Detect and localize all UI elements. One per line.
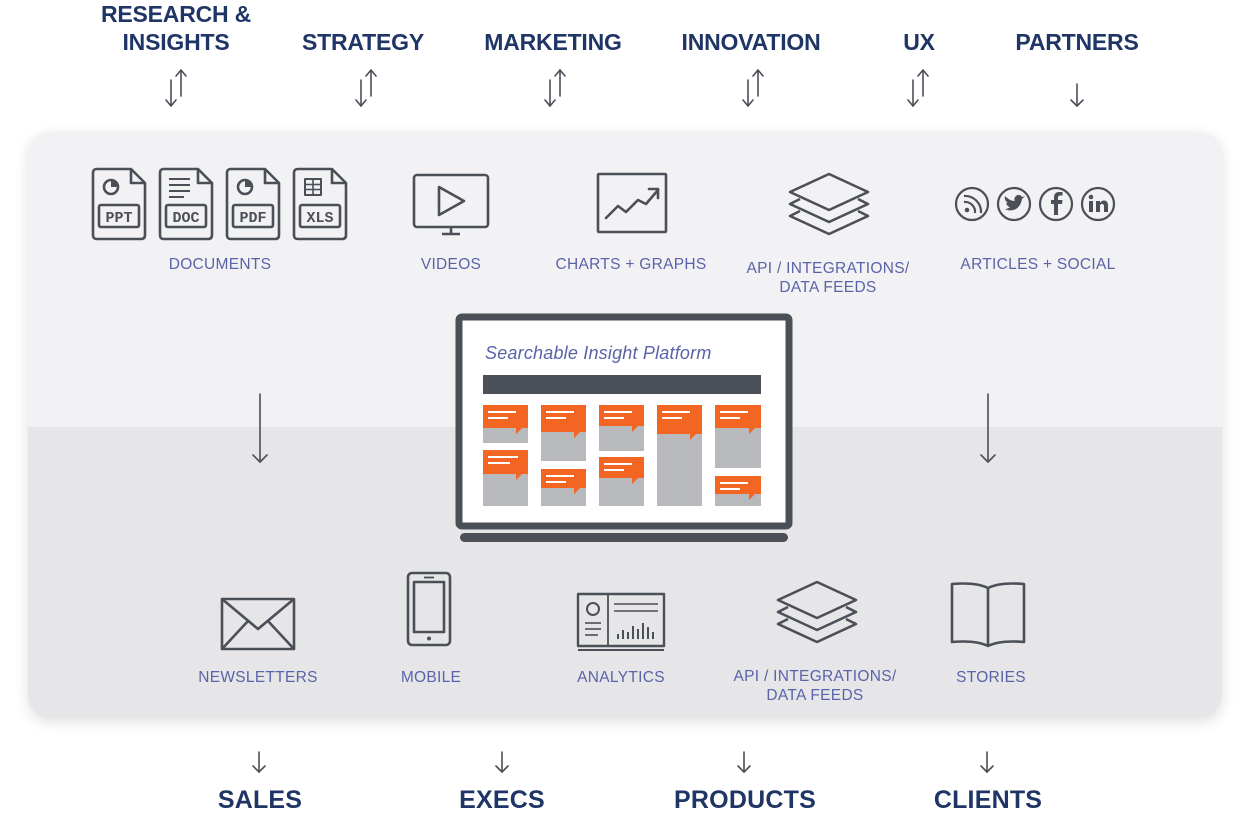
pdf-file-icon: PDF — [225, 167, 281, 241]
facebook-icon — [1038, 186, 1074, 222]
video-icon — [412, 173, 490, 236]
rss-icon — [954, 186, 990, 222]
label-articles-social: ARTICLES + SOCIAL — [960, 256, 1116, 273]
bidirectional-arrow-icon — [907, 69, 929, 107]
svg-text:XLS: XLS — [306, 210, 333, 227]
label-newsletters: NEWSLETTERS — [198, 669, 318, 686]
down-arrow-icon — [980, 751, 994, 773]
social-icons — [954, 186, 1116, 222]
label-stories: STORIES — [956, 669, 1026, 686]
down-arrow-icon — [495, 751, 509, 773]
audience-products: PRODUCTS — [674, 786, 816, 814]
down-arrow-icon — [1070, 83, 1084, 107]
audience-execs: EXECS — [459, 786, 545, 814]
layers-icon — [776, 580, 858, 644]
dept-strategy: STRATEGY — [302, 29, 424, 55]
mobile-phone-icon — [406, 571, 452, 647]
label-api-integrations-input: API / INTEGRATIONS/ DATA FEEDS — [746, 260, 910, 296]
content-cards — [483, 405, 761, 506]
audience-sales: SALES — [217, 786, 303, 814]
down-arrow-icon — [252, 751, 266, 773]
bottom-arrows — [252, 751, 994, 773]
search-bar — [483, 375, 761, 394]
bidirectional-arrow-icon — [742, 69, 764, 107]
down-arrow-icon — [980, 393, 996, 463]
linkedin-icon — [1080, 186, 1116, 222]
dept-ux: UX — [903, 29, 935, 55]
open-book-icon — [950, 582, 1026, 648]
dept-innovation: INNOVATION — [681, 29, 821, 55]
svg-text:PPT: PPT — [105, 210, 132, 227]
line-chart-icon — [596, 172, 668, 234]
ppt-file-icon: PPT — [91, 167, 147, 241]
svg-text:DOC: DOC — [172, 210, 199, 227]
doc-file-icon: DOC — [158, 167, 214, 241]
layers-icon — [788, 172, 870, 236]
envelope-icon — [220, 597, 296, 651]
down-arrow-icon — [737, 751, 751, 773]
dept-marketing: MARKETING — [484, 29, 622, 55]
bidirectional-arrow-icon — [165, 69, 187, 107]
laptop-base — [460, 533, 788, 542]
label-documents: DOCUMENTS — [168, 256, 272, 273]
svg-text:PDF: PDF — [239, 210, 266, 227]
analytics-dashboard-icon — [576, 592, 666, 651]
label-mobile: MOBILE — [400, 669, 462, 686]
dept-partners: PARTNERS — [1015, 29, 1139, 55]
audience-clients: CLIENTS — [933, 786, 1043, 814]
down-arrow-icon — [252, 393, 268, 463]
label-api-integrations-output: API / INTEGRATIONS/ DATA FEEDS — [733, 668, 897, 704]
bidirectional-arrow-icon — [544, 69, 566, 107]
documents-icons: PPT DOC PDF — [91, 167, 348, 241]
xls-file-icon: XLS — [292, 167, 348, 241]
twitter-icon — [996, 186, 1032, 222]
label-charts-graphs: CHARTS + GRAPHS — [555, 256, 707, 273]
dept-research-insights: RESEARCH & INSIGHTS — [100, 1, 252, 55]
bidirectional-arrow-icon — [355, 69, 377, 107]
top-arrows — [165, 69, 1084, 107]
label-analytics: ANALYTICS — [577, 669, 665, 686]
middle-arrows — [252, 393, 996, 463]
laptop-platform-graphic — [455, 313, 793, 542]
label-videos: VIDEOS — [420, 256, 482, 273]
platform-title: Searchable Insight Platform — [485, 343, 712, 363]
